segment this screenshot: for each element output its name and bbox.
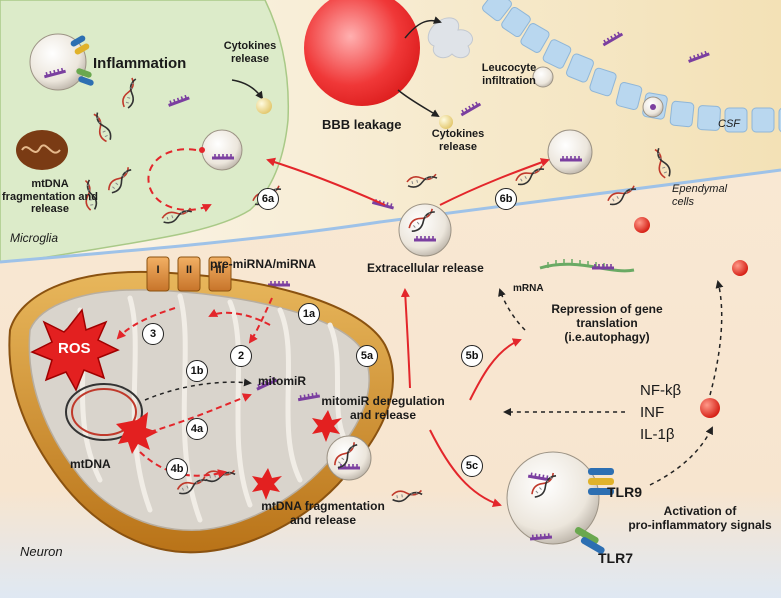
activation-label: Activation of pro-inflammatory signals [628,504,772,532]
nfkb-label: NF-kβ [640,382,682,399]
red-arrows [266,157,550,508]
step-6a: 6a [257,188,279,210]
inf-label: INF [640,404,665,421]
complex-i [146,256,170,292]
cytokine-sphere-red [634,217,650,233]
repression-label: Repression of gene translation (i.e.auto… [551,302,663,344]
complex-iii-label: III [215,264,225,276]
complex-ii [177,256,201,292]
cytokines-release-mid-label: Cytokines release [431,128,485,153]
inflammation-label: Inflammation [93,55,187,72]
neuron-membrane [0,168,781,264]
mitomir-label: mitomiR [258,374,306,388]
step-2: 2 [230,345,252,367]
step-4b: 4b [166,458,188,480]
il1b-label: IL-1β [640,426,675,443]
csf-label: CSF [718,118,740,130]
mtdna-fragmentation-neuron-label: mtDNA fragmentation and release [261,499,385,527]
microglia-dashed-loop [147,148,212,213]
complex-i-label: I [156,264,160,276]
complex-ii-label: II [185,264,193,276]
csf-vesicle [547,129,593,175]
csf-vesicle [532,66,554,88]
mito-vesicle [326,435,372,481]
cytokine-sphere-red [732,260,748,276]
mtdna-circle [65,383,158,454]
mrna-strand [539,259,635,273]
cytokine-sphere [439,115,453,129]
mtdna-fragmentation-microglia-label: mtDNA fragmentation and release [2,178,98,216]
leucocyte-infiltration-label: Leucocyte infiltration [481,62,537,87]
step-4a: 4a [186,418,208,440]
csf-vesicle [642,96,664,118]
pre-mirna-label: pre-miRNA/miRNA [210,257,317,271]
ros-burst [30,308,120,392]
cytokine-sphere [256,98,272,114]
microglia-mitochondrion [16,130,68,170]
ros-label: ROS [58,340,91,357]
extracellular-release-label: Extracellular release [367,261,484,275]
leucocyte [427,17,473,59]
mitomir-deregulation-label: mitomiR deregulation and release [321,394,445,422]
neuron-label: Neuron [20,544,63,559]
cytokine-sphere-red [700,398,720,418]
step-3: 3 [142,323,164,345]
cytokines-release-top-label: Cytokines release [223,40,277,65]
microglia-vesicle-tlr [29,33,94,91]
tlr7-label: TLR7 [598,550,633,566]
mtdna-label: mtDNA [70,457,111,471]
step-6b: 6b [495,188,517,210]
bbb-leakage-label: BBB leakage [322,117,402,132]
microglia-label: Microglia [10,231,59,245]
mrna-label: mRNA [513,283,544,294]
step-5b: 5b [461,345,483,367]
ependymal-cells-label: Ependymal cells [672,183,728,208]
ependymal-cells [482,0,781,133]
tlr-vesicle [506,451,614,554]
extracellular-vesicle [398,203,452,257]
tlr9-label: TLR9 [607,484,642,500]
bbb-vessel [304,0,420,106]
step-1a: 1a [298,303,320,325]
step-1b: 1b [186,360,208,382]
step-5c: 5c [461,455,483,477]
step-5a: 5a [356,345,378,367]
black-dashed-arrows [144,280,724,486]
microglia-vesicle [199,129,243,171]
complex-iii [208,256,232,292]
